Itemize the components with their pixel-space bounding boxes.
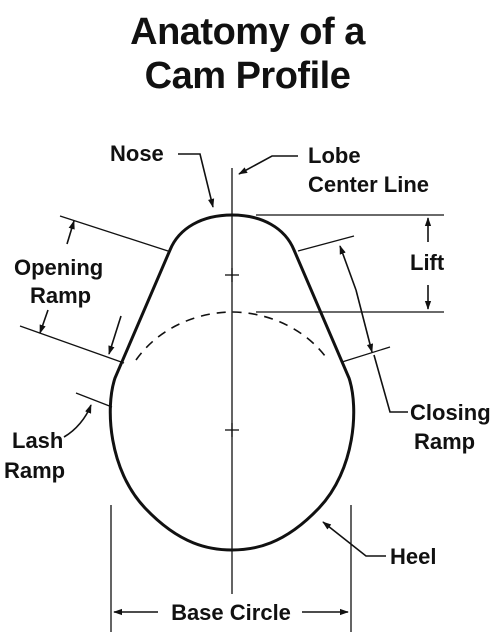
opening-ramp-top-extension <box>59 215 169 252</box>
nose-leader <box>178 153 215 208</box>
opening-ramp-bottom-extension <box>19 325 125 364</box>
base-circle-label: Base Circle <box>171 600 291 625</box>
closing-ramp-arrow-down <box>355 289 374 353</box>
closing-ramp-bottom-extension <box>341 346 391 363</box>
lash-ramp-extension <box>75 392 113 408</box>
opening-ramp-label-1: Opening <box>14 255 103 280</box>
title-line-2: Cam Profile <box>144 55 351 97</box>
nose-label: Nose <box>110 141 164 166</box>
lash-ramp-label-1: Lash <box>12 428 63 453</box>
opening-ramp-pointer <box>108 315 122 355</box>
closing-ramp-label-1: Closing <box>410 400 491 425</box>
lift-label: Lift <box>410 250 445 275</box>
lobe-center-line-label-2: Center Line <box>308 172 429 197</box>
opening-ramp-arrow-up <box>66 220 75 245</box>
lobe-center-line-leader <box>238 155 298 175</box>
opening-ramp-label-2: Ramp <box>30 283 91 308</box>
cam-profile-outline <box>108 213 356 552</box>
title-line-1: Anatomy of a <box>130 11 365 53</box>
opening-ramp-arrow-down <box>39 309 49 334</box>
heel-leader <box>322 521 386 557</box>
closing-ramp-label-2: Ramp <box>414 429 475 454</box>
closing-ramp-top-extension <box>297 235 355 252</box>
closing-ramp-arrow-up <box>339 245 357 291</box>
heel-label: Heel <box>390 544 436 569</box>
base-circle-dashed-arc <box>135 311 329 361</box>
closing-ramp-leader <box>373 354 408 413</box>
lash-ramp-leader <box>63 404 92 438</box>
lobe-center-line-label-1: Lobe <box>308 143 361 168</box>
lash-ramp-label-2: Ramp <box>4 458 65 483</box>
